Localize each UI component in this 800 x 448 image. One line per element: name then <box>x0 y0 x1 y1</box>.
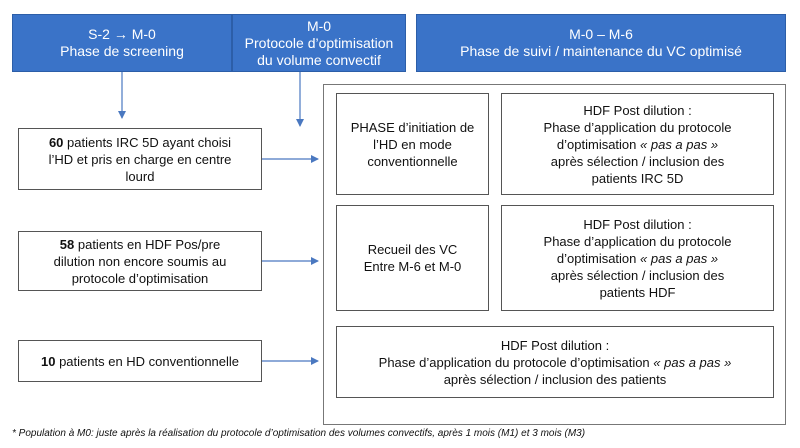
hdf-text: Phase d’application du protocole d’optim… <box>378 354 654 370</box>
hdf-text: après sélection / inclusion des patients <box>443 371 667 387</box>
header-protocol-label-2: du volume convectif <box>257 51 381 68</box>
initiation-phase-box: PHASE d’initiation de l’HD en mode conve… <box>336 93 489 195</box>
header-followup: M-0 – M-6 Phase de suivi / maintenance d… <box>416 14 786 72</box>
population-text: patients IRC 5D ayant choisi <box>63 134 232 150</box>
population-text: lourd <box>125 168 155 184</box>
hdf-text: patients IRC 5D <box>591 170 684 186</box>
hdf-text: après sélection / inclusion des <box>550 153 725 169</box>
hdf-box-hd: HDF Post dilution : Phase d’application … <box>336 326 774 398</box>
hdf-box-hdf: HDF Post dilution : Phase d’application … <box>501 205 774 311</box>
header-followup-period: M-0 – M-6 <box>569 26 633 42</box>
header-protocol-period: M-0 <box>306 17 332 34</box>
hdf-text: d’optimisation <box>556 250 641 266</box>
population-text: dilution non encore soumis au <box>53 253 227 269</box>
initiation-text: l’HD en mode <box>373 136 452 152</box>
hdf-text: patients HDF <box>599 284 676 300</box>
population-box-irc5d: 60 patients IRC 5D ayant choisi l’HD et … <box>18 128 262 190</box>
header-screening-label: Phase de screening <box>60 43 184 59</box>
hdf-text-italic: « pas a pas » <box>640 250 719 266</box>
population-count: 58 <box>59 236 75 252</box>
recueil-text: Recueil des VC <box>367 242 458 257</box>
footnote: * Population à M0: juste après la réalis… <box>12 428 586 439</box>
hdf-text-italic: « pas a pas » <box>640 136 719 152</box>
initiation-text: conventionnelle <box>367 153 458 169</box>
population-box-hd: 10 patients en HD conventionnelle <box>18 340 262 382</box>
hdf-text: après sélection / inclusion des <box>550 267 725 283</box>
population-box-hdf: 58 patients en HDF Pos/pre dilution non … <box>18 231 262 291</box>
hdf-text: Phase d’application du protocole <box>543 119 732 135</box>
header-protocol: M-0 Protocole d’optimisation du volume c… <box>232 14 406 72</box>
hdf-text: d’optimisation <box>556 136 641 152</box>
header-screening: S-2 → M-0 Phase de screening <box>12 14 232 72</box>
hdf-text: Phase d’application du protocole <box>543 233 732 249</box>
hdf-title: HDF Post dilution : <box>500 337 610 353</box>
header-protocol-label-1: Protocole d’optimisation <box>244 34 394 51</box>
hdf-title: HDF Post dilution : <box>583 102 692 118</box>
population-count: 10 <box>40 353 56 369</box>
population-count: 60 <box>48 134 64 150</box>
hdf-title: HDF Post dilution : <box>583 216 692 232</box>
header-followup-label: Phase de suivi / maintenance du VC optim… <box>460 43 742 59</box>
population-text: patients en HDF Pos/pre <box>74 236 221 252</box>
population-text: l’HD et pris en charge en centre <box>48 151 232 167</box>
population-text: patients en HD conventionnelle <box>55 353 240 369</box>
recueil-text: Entre M-6 et M-0 <box>363 259 462 274</box>
hdf-box-irc5d: HDF Post dilution : Phase d’application … <box>501 93 774 195</box>
initiation-text: PHASE d’initiation de <box>350 119 475 135</box>
population-text: protocole d’optimisation <box>71 270 209 286</box>
header-screening-period: S-2 → M-0 <box>88 26 156 42</box>
hdf-text-italic: « pas a pas » <box>653 354 732 370</box>
recueil-vc-box: Recueil des VC Entre M-6 et M-0 <box>336 205 489 311</box>
